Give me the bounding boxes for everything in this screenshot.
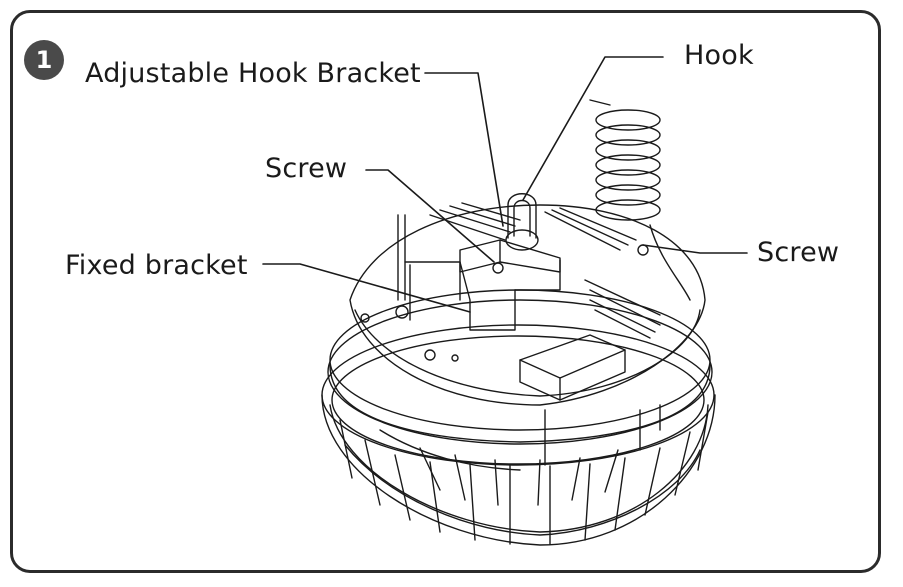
leader-screw-right xyxy=(642,244,748,254)
adjustable-hook-bracket xyxy=(459,239,561,274)
diagram-frame xyxy=(10,10,881,573)
coiled-cable xyxy=(589,99,691,301)
top-cover xyxy=(349,202,706,406)
label-fixed-bracket: Fixed bracket xyxy=(65,250,248,281)
leader-fixed-bracket xyxy=(262,263,471,313)
label-adjustable-hook-bracket: Adjustable Hook Bracket xyxy=(85,58,421,89)
leader-adjustable-hook-bracket xyxy=(424,72,504,227)
label-screw-top: Screw xyxy=(265,153,348,184)
lower-housing xyxy=(321,324,716,546)
leader-lines xyxy=(262,56,748,313)
leader-hook xyxy=(522,56,664,201)
label-hook: Hook xyxy=(684,40,754,71)
leader-screw-top xyxy=(365,169,495,263)
driver-box xyxy=(519,334,626,401)
fixed-bracket xyxy=(404,259,561,331)
step-number-badge: 1 xyxy=(24,40,64,80)
label-screw-right: Screw xyxy=(757,237,840,268)
hardware xyxy=(360,214,661,466)
hook-part xyxy=(505,193,539,251)
